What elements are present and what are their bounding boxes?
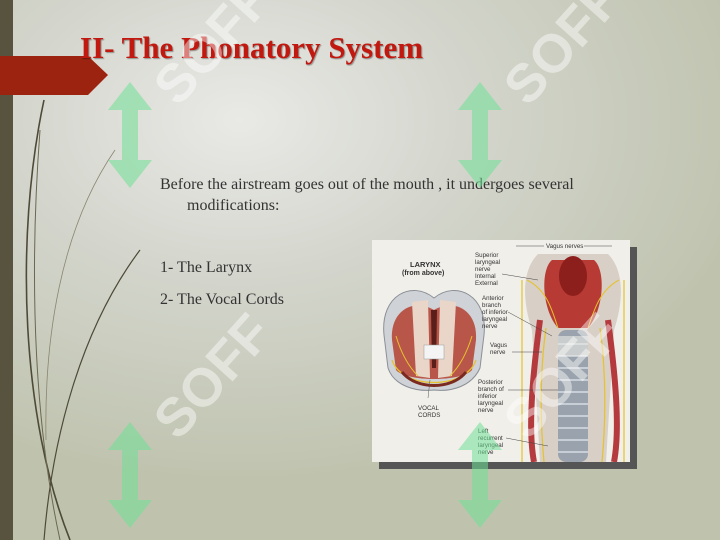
label-posterior-5: nerve bbox=[478, 407, 494, 414]
point-larynx: 1- The Larynx bbox=[160, 259, 253, 276]
label-posterior-4: laryngeal bbox=[478, 400, 503, 407]
point-vocal-cords: 2- The Vocal Cords bbox=[160, 291, 284, 308]
label-anterior-4: laryngeal bbox=[482, 316, 507, 323]
label-vagus-2: nerve bbox=[490, 349, 506, 356]
watermark-text-2: SOFF bbox=[492, 0, 633, 116]
larynx-anatomy-figure: LARYNX (from above) VOCAL CORDS Vagus ne… bbox=[372, 240, 630, 462]
label-anterior: Anterior bbox=[482, 295, 504, 302]
label-posterior: Posterior bbox=[478, 379, 503, 386]
label-cords: CORDS bbox=[418, 412, 440, 419]
watermark-text-3: SOFF bbox=[142, 303, 283, 450]
larynx-illustration bbox=[383, 289, 485, 399]
label-from-above: (from above) bbox=[402, 270, 444, 277]
label-left-2: recurrent bbox=[478, 435, 503, 442]
watermark-logo-3 bbox=[108, 422, 152, 528]
label-superior: Superior bbox=[475, 252, 498, 259]
label-vocal: VOCAL bbox=[418, 405, 440, 412]
label-posterior-3: inferior bbox=[478, 393, 497, 400]
label-left-3: laryngeal bbox=[478, 442, 503, 449]
left-accent-bar bbox=[0, 0, 13, 540]
throat-illustration bbox=[521, 254, 625, 462]
title-accent-arrow bbox=[0, 56, 108, 95]
label-anterior-2: branch bbox=[482, 302, 501, 309]
label-superior-2: laryngeal bbox=[475, 259, 500, 266]
slide-title: II- The Phonatory System bbox=[80, 30, 424, 65]
label-external: External bbox=[475, 280, 498, 287]
label-left-4: nerve bbox=[478, 449, 494, 456]
label-vagus: Vagus bbox=[490, 342, 507, 349]
label-larynx: LARYNX bbox=[410, 260, 441, 269]
label-anterior-3: of inferior bbox=[482, 309, 508, 316]
watermark-logo-1 bbox=[108, 82, 152, 188]
label-internal: Internal bbox=[475, 273, 496, 280]
label-vagus-nerves: Vagus nerves bbox=[546, 243, 583, 250]
label-left: Left bbox=[478, 428, 489, 435]
label-posterior-2: branch of bbox=[478, 386, 504, 393]
intro-text: Before the airstream goes out of the mou… bbox=[160, 176, 574, 214]
watermark-logo-2 bbox=[458, 82, 502, 188]
label-anterior-5: nerve bbox=[482, 323, 498, 330]
label-superior-3: nerve bbox=[475, 266, 491, 273]
